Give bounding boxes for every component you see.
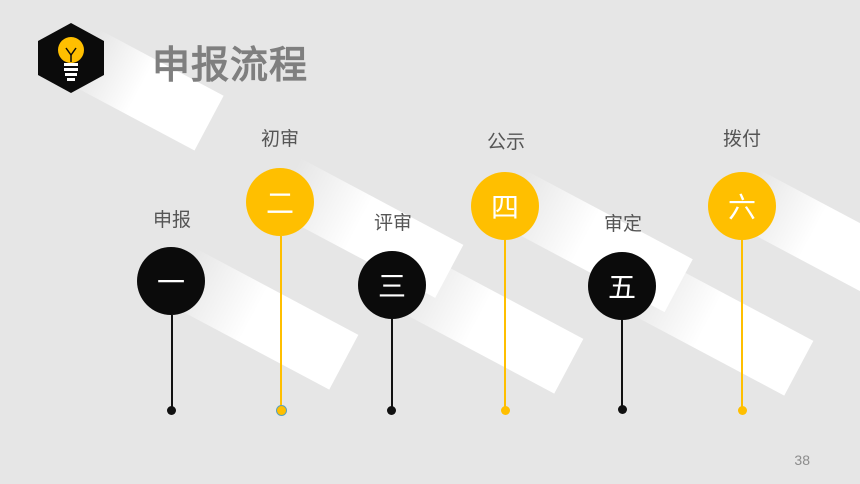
step-label-3: 评审 (373, 212, 413, 234)
step-stem-3 (391, 319, 393, 410)
step-label-4: 公示 (486, 131, 526, 153)
page-number: 38 (794, 452, 810, 468)
step-stem-2 (280, 236, 282, 410)
step-circle-3: 三 (358, 251, 426, 319)
step-numeral-3: 三 (377, 270, 406, 303)
step-dot-1 (167, 406, 176, 415)
step-numeral-6: 六 (727, 191, 756, 224)
step-circle-5: 五 (588, 252, 656, 320)
step-numeral-1: 一 (156, 266, 185, 299)
step-stem-4 (504, 240, 506, 410)
step-circle-1: 一 (137, 247, 205, 315)
step-dot-2 (277, 406, 286, 415)
page-title: 申报流程 (152, 43, 309, 87)
step-dot-6 (738, 406, 747, 415)
step-dot-4 (501, 406, 510, 415)
step-label-5: 审定 (603, 213, 643, 235)
step-label-6: 拨付 (722, 128, 762, 150)
step-dot-5 (618, 405, 627, 414)
step-numeral-4: 四 (490, 191, 519, 224)
step-stem-5 (621, 320, 623, 408)
step-circle-2: 二 (246, 168, 314, 236)
step-numeral-5: 五 (607, 271, 636, 304)
step-circle-4: 四 (471, 172, 539, 240)
step-circle-6: 六 (708, 172, 776, 240)
step-label-2: 初审 (260, 128, 300, 150)
step-stem-6 (741, 240, 743, 410)
lightbulb-icon (38, 23, 104, 93)
step-dot-3 (387, 406, 396, 415)
step-numeral-2: 二 (265, 187, 294, 220)
step-label-1: 申报 (152, 209, 192, 231)
step-stem-1 (171, 315, 173, 410)
